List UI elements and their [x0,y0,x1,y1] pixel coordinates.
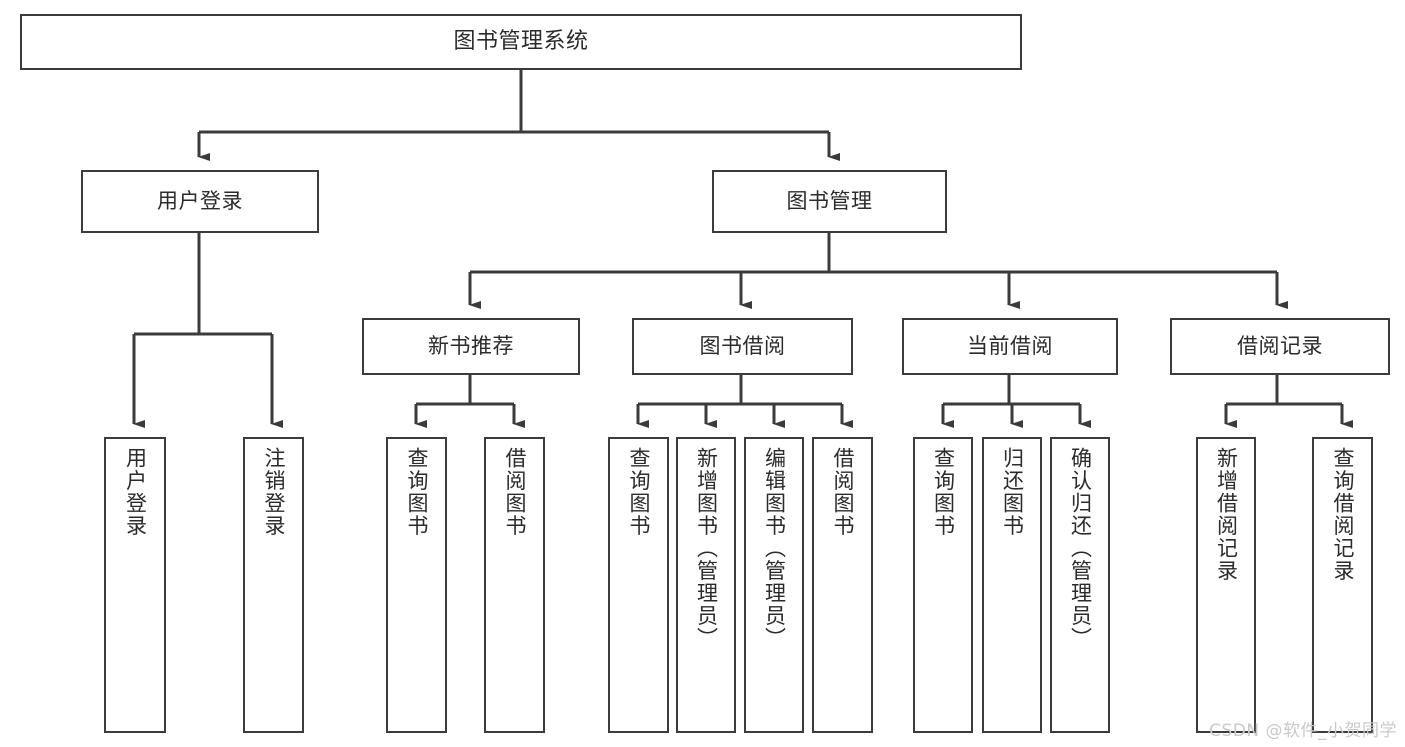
node-label: 新书推荐 [428,334,514,359]
node-label: 查询图书 [931,447,956,537]
node-label: 新增借阅记录 [1214,447,1239,582]
node-leaf-user-login[interactable]: 用户登录 [104,437,166,733]
node-root[interactable]: 图书管理系统 [20,14,1022,70]
node-label: 查询借阅记录 [1331,447,1355,582]
node-leaf-cb-return[interactable]: 归还图书 [982,437,1042,733]
node-leaf-rec-query[interactable]: 查询图书 [386,437,447,733]
node-label: 查询图书 [405,447,429,537]
node-label: 查询图书 [627,447,651,537]
node-label: 图书管理系统 [453,29,589,55]
node-leaf-br-add[interactable]: 新增借阅记录 [1196,437,1256,733]
node-label: 归还图书 [1000,447,1025,537]
node-leaf-bb-add[interactable]: 新增图书（管理员） [676,437,736,733]
node-label: 用户登录 [123,447,148,537]
node-label: 新增图书（管理员） [694,447,719,650]
node-leaf-user-logout[interactable]: 注销登录 [243,437,304,733]
node-leaf-bb-query[interactable]: 查询图书 [608,437,669,733]
node-label: 借阅记录 [1237,334,1323,359]
node-user-login[interactable]: 用户登录 [81,170,319,233]
node-leaf-cb-confirm[interactable]: 确认归还（管理员） [1050,437,1110,733]
node-book-borrow[interactable]: 图书借阅 [632,318,853,375]
csdn-watermark: CSDN @软件_小贺同学 [1209,721,1397,741]
node-label: 当前借阅 [967,334,1053,359]
node-label: 确认归还（管理员） [1068,447,1093,650]
node-label: 注销登录 [262,447,286,537]
node-leaf-bb-edit[interactable]: 编辑图书（管理员） [744,437,804,733]
node-label: 编辑图书（管理员） [762,447,787,650]
node-leaf-rec-borrow[interactable]: 借阅图书 [484,437,545,733]
node-book-manage[interactable]: 图书管理 [712,170,947,233]
connector-lines [132,70,1353,428]
node-leaf-bb-borrow[interactable]: 借阅图书 [812,437,873,733]
node-label: 借阅图书 [831,447,855,537]
node-current-borrow[interactable]: 当前借阅 [902,318,1118,375]
node-label: 图书借阅 [699,334,786,359]
node-leaf-br-query[interactable]: 查询借阅记录 [1312,437,1373,733]
node-new-book-rec[interactable]: 新书推荐 [362,318,580,375]
node-label: 用户登录 [157,189,243,214]
node-leaf-cb-query[interactable]: 查询图书 [913,437,973,733]
node-borrow-record[interactable]: 借阅记录 [1170,318,1390,375]
node-label: 借阅图书 [503,447,527,537]
node-label: 图书管理 [786,189,873,214]
